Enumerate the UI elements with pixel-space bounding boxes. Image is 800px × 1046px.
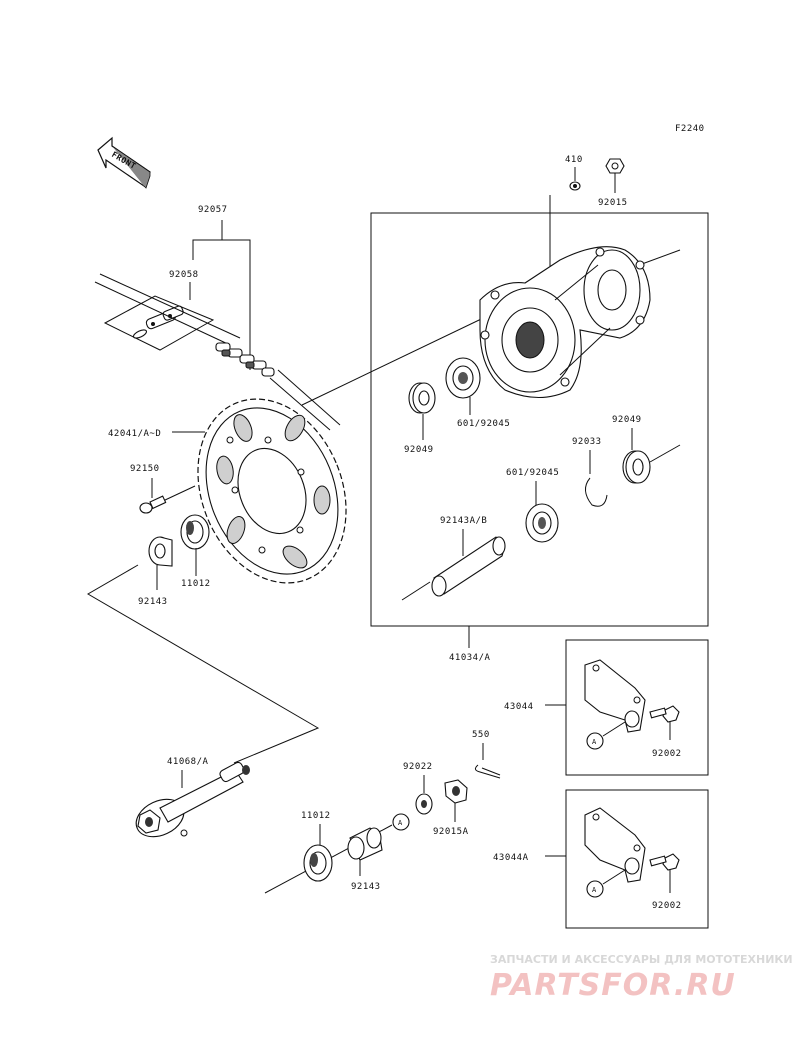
label-43044: 43044 — [504, 702, 534, 712]
label-92057: 92057 — [198, 205, 228, 215]
bolt-92002-bottom — [649, 853, 680, 893]
label-92143-top: 92143 — [138, 597, 168, 607]
label-41068: 41068/A — [167, 757, 209, 767]
ref-a-circle-axle: A — [392, 813, 410, 831]
label-550: 550 — [472, 730, 490, 740]
caliper-bracket-box-43044A — [565, 789, 709, 929]
spacer-11012-bottom — [303, 844, 333, 882]
castle-nut-92015A — [444, 779, 468, 804]
label-92002-top: 92002 — [652, 749, 682, 759]
label-92049-right: 92049 — [612, 415, 642, 425]
oil-seal-92049-right — [622, 444, 681, 484]
label-92015: 92015 — [598, 198, 628, 208]
spacer-sleeve-92143AB — [401, 536, 506, 601]
caliper-bracket-43044: A — [584, 659, 646, 750]
rear-sprocket-42041 — [197, 398, 347, 584]
bearing-601-92045-mid — [525, 503, 559, 543]
label-43044A: 43044A — [493, 853, 529, 863]
circle-ref-a-bottom: A — [592, 886, 597, 894]
bearing-601-92045-top — [445, 357, 481, 399]
label-92049-left: 92049 — [404, 445, 434, 455]
grease-nipple-410 — [569, 167, 581, 191]
bolt-92002-top — [649, 705, 680, 740]
hub-assembly-box — [370, 212, 709, 627]
label-92002-bottom: 92002 — [652, 901, 682, 911]
axle-41068 — [135, 761, 250, 838]
nut-92015 — [605, 158, 625, 193]
cotter-pin-550 — [474, 764, 501, 779]
label-92143AB: 92143A/B — [440, 516, 487, 526]
circle-ref-a-top: A — [592, 738, 597, 746]
circle-ref-a-axle: A — [398, 819, 403, 827]
label-92058: 92058 — [169, 270, 199, 280]
label-601-92045-top: 601/92045 — [457, 419, 510, 429]
caliper-bracket-43044A: A — [584, 807, 646, 898]
rear-hub — [479, 246, 681, 398]
label-42041: 42041/A~D — [108, 429, 161, 439]
drive-chain — [94, 273, 341, 431]
watermark-tagline: ЗАПЧАСТИ И АКСЕССУАРЫ ДЛЯ МОТОТЕХНИКИ — [490, 953, 793, 966]
chain-master-link-92058 — [103, 295, 215, 351]
label-92022: 92022 — [403, 762, 433, 772]
diagram-code: F2240 — [675, 124, 705, 134]
washer-92022 — [415, 793, 433, 815]
collar-92143-top — [148, 536, 173, 567]
watermark-brand: PARTSFOR.RU — [490, 968, 736, 1003]
label-11012-top: 11012 — [181, 579, 211, 589]
label-410: 410 — [565, 155, 583, 165]
label-92033: 92033 — [572, 437, 602, 447]
collar-92143-bottom — [347, 827, 383, 861]
label-92015A: 92015A — [433, 827, 469, 837]
label-41034: 41034/A — [449, 653, 491, 663]
oil-seal-92049-left — [408, 382, 436, 414]
spacer-11012-top — [180, 514, 210, 550]
front-arrow-icon: FRONT — [97, 136, 151, 189]
sprocket-bolt-92150 — [139, 485, 196, 514]
label-92150: 92150 — [130, 464, 160, 474]
label-92143-bottom: 92143 — [351, 882, 381, 892]
caliper-bracket-box-43044 — [565, 639, 709, 776]
label-601-92045-mid: 601/92045 — [506, 468, 559, 478]
label-11012-bottom: 11012 — [301, 811, 331, 821]
circlip-92033 — [585, 477, 608, 507]
